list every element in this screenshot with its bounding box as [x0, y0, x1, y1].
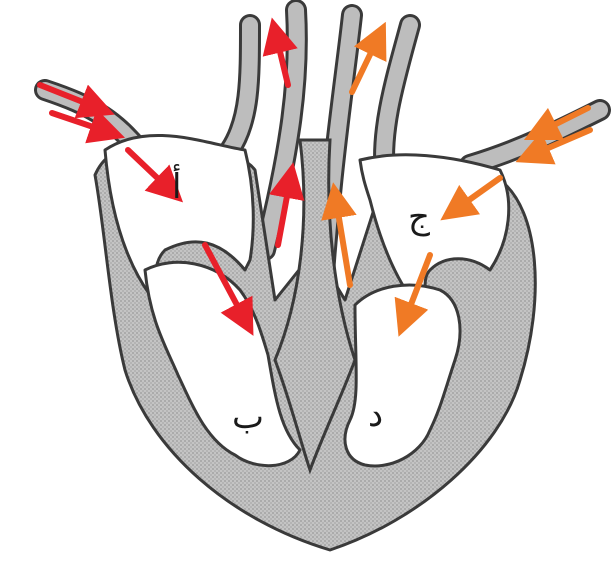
label-dal: د	[368, 398, 383, 432]
orange-arrow-aorta-up-1	[336, 200, 350, 285]
label-ba: ب	[232, 400, 264, 434]
label-jeem: ج	[408, 200, 430, 234]
label-alef: أ	[172, 170, 181, 204]
